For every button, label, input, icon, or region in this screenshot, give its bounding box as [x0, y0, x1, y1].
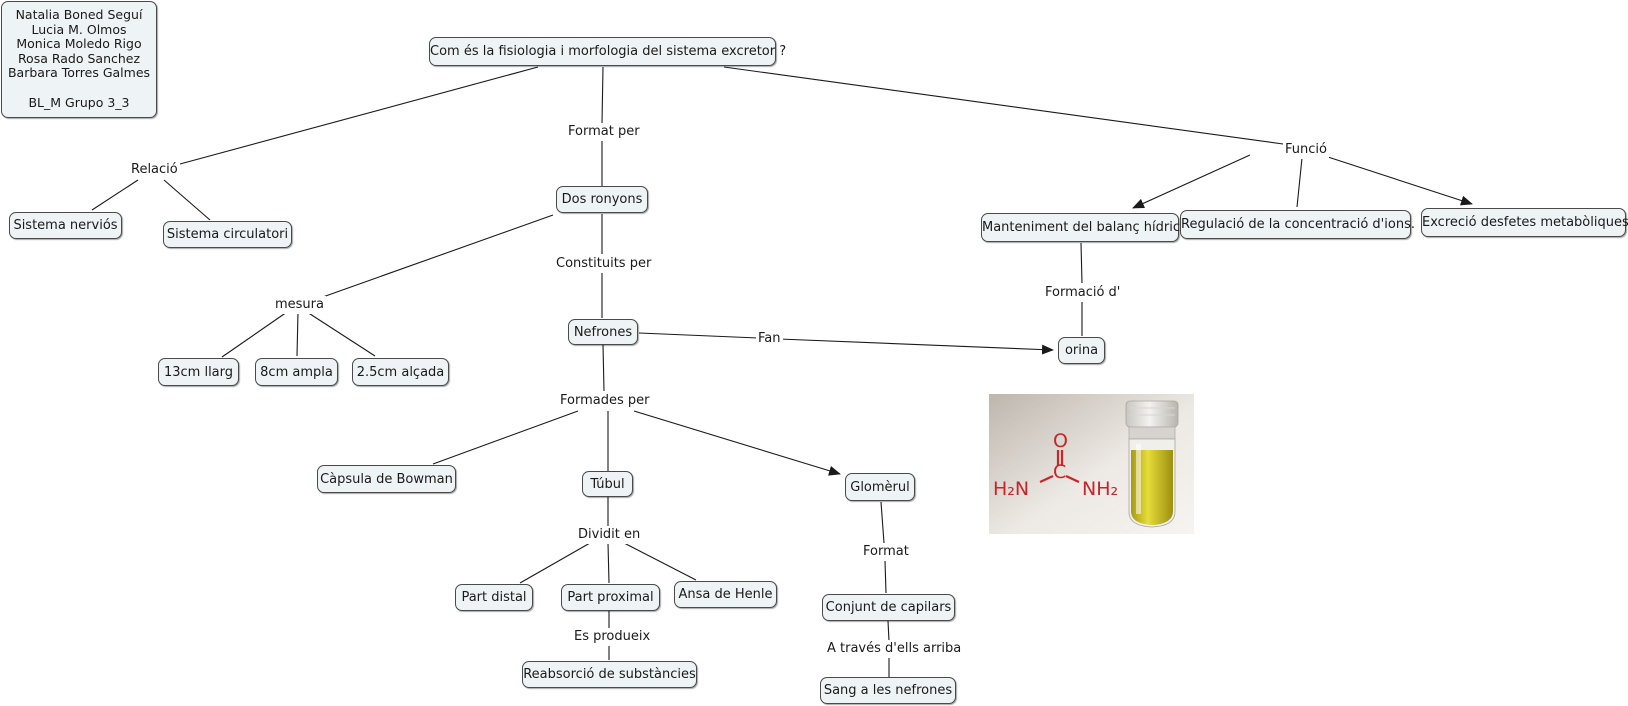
urea-structure [1039, 450, 1080, 483]
reabsorcio-node[interactable]: Reabsorció de substàncies [522, 661, 697, 688]
glomerul-node[interactable]: Glomèrul [845, 473, 915, 501]
connector [91, 179, 139, 211]
group-name: BL_M Grupo 3_3 [28, 94, 130, 110]
connector [887, 620, 890, 642]
connector [432, 410, 579, 465]
connector [1080, 242, 1083, 284]
author-name: Natalia Boned Seguí [15, 7, 143, 22]
balanc-hidric-node[interactable]: Manteniment del balanç hídric [981, 213, 1180, 242]
sang-nefrones-node[interactable]: Sang a les nefrones [820, 677, 956, 704]
link-label-a-traves: A través d'ells arriba [825, 640, 964, 658]
connector [221, 311, 288, 358]
connector [319, 214, 554, 299]
tubul-node[interactable]: Túbul [582, 471, 633, 497]
sistema-nervios-node[interactable]: Sistema nerviós [9, 212, 122, 239]
mida-alcada-node[interactable]: 2.5cm alçada [352, 358, 449, 386]
link-label-fan: Fan [756, 330, 783, 348]
mida-llarg-node[interactable]: 13cm llarg [158, 358, 239, 386]
mida-ampla-node[interactable]: 8cm ampla [255, 358, 338, 386]
connector [163, 179, 211, 221]
author-name: Rosa Rado Sanchez [17, 50, 141, 66]
urea-amine-right: NH₂ [1082, 478, 1118, 500]
link-label-funcio: Funció [1283, 141, 1329, 159]
connector [306, 311, 376, 357]
author-name: Barbara Torres Galmes [7, 65, 151, 81]
connector [179, 66, 539, 165]
author-name: Monica Moledo Rigo [16, 36, 142, 52]
capsula-bowman-node[interactable]: Càpsula de Bowman [317, 465, 456, 493]
link-label-formacio-d: Formació d' [1043, 284, 1123, 302]
author-name: Lucia M. Olmos [31, 21, 127, 37]
part-proximal-node[interactable]: Part proximal [561, 584, 660, 611]
connector [601, 66, 604, 124]
dos-ronyons-node[interactable]: Dos ronyons [556, 186, 648, 213]
connector [602, 344, 605, 392]
connector [638, 332, 759, 339]
regulacio-ions-node[interactable]: Regulació de la concentració d'ions. [1180, 210, 1415, 239]
urine-vial-icon [1125, 400, 1179, 528]
link-label-formades-per: Formades per [558, 392, 652, 410]
link-label-mesura: mesura [273, 296, 326, 314]
spacer [2, 81, 156, 96]
connector [1296, 157, 1303, 208]
connector [884, 560, 887, 594]
sistema-circulatori-node[interactable]: Sistema circulatori [163, 221, 292, 248]
link-label-format: Format [861, 543, 911, 561]
connector [633, 410, 841, 476]
authors-box: Natalia Boned Seguí Lucia M. Olmos Monic… [1, 1, 157, 118]
urea-urine-image: O C H₂N NH₂ [989, 394, 1194, 534]
connector [723, 66, 1284, 145]
link-label-es-produeix: Es produeix [572, 628, 653, 646]
excrecio-node[interactable]: Excreció desfetes metabòliques [1421, 208, 1628, 237]
urea-carbon: C [1053, 461, 1066, 483]
connector [519, 542, 591, 584]
connector [623, 542, 697, 581]
connector [296, 311, 299, 357]
orina-node[interactable]: orina [1058, 337, 1105, 364]
link-label-dividit-en: Dividit en [576, 526, 643, 544]
root-question-node[interactable]: Com és la fisiologia i morfologia del si… [429, 37, 786, 66]
part-distal-node[interactable]: Part distal [455, 584, 533, 611]
link-label-constituits-per: Constituits per [554, 255, 654, 273]
link-label-format-per: Format per [566, 123, 642, 141]
link-label-relacio: Relació [129, 161, 180, 179]
ansa-henle-node[interactable]: Ansa de Henle [674, 581, 777, 608]
urea-oxygen: O [1053, 430, 1068, 452]
connector [1327, 156, 1473, 206]
nefrones-node[interactable]: Nefrones [568, 319, 638, 345]
connector [1132, 154, 1251, 209]
connector [778, 338, 1054, 355]
conjunt-capilars-node[interactable]: Conjunt de capilars [822, 594, 955, 621]
connector [880, 501, 885, 544]
urea-amine-left: H₂N [993, 478, 1029, 500]
connector [607, 542, 610, 584]
